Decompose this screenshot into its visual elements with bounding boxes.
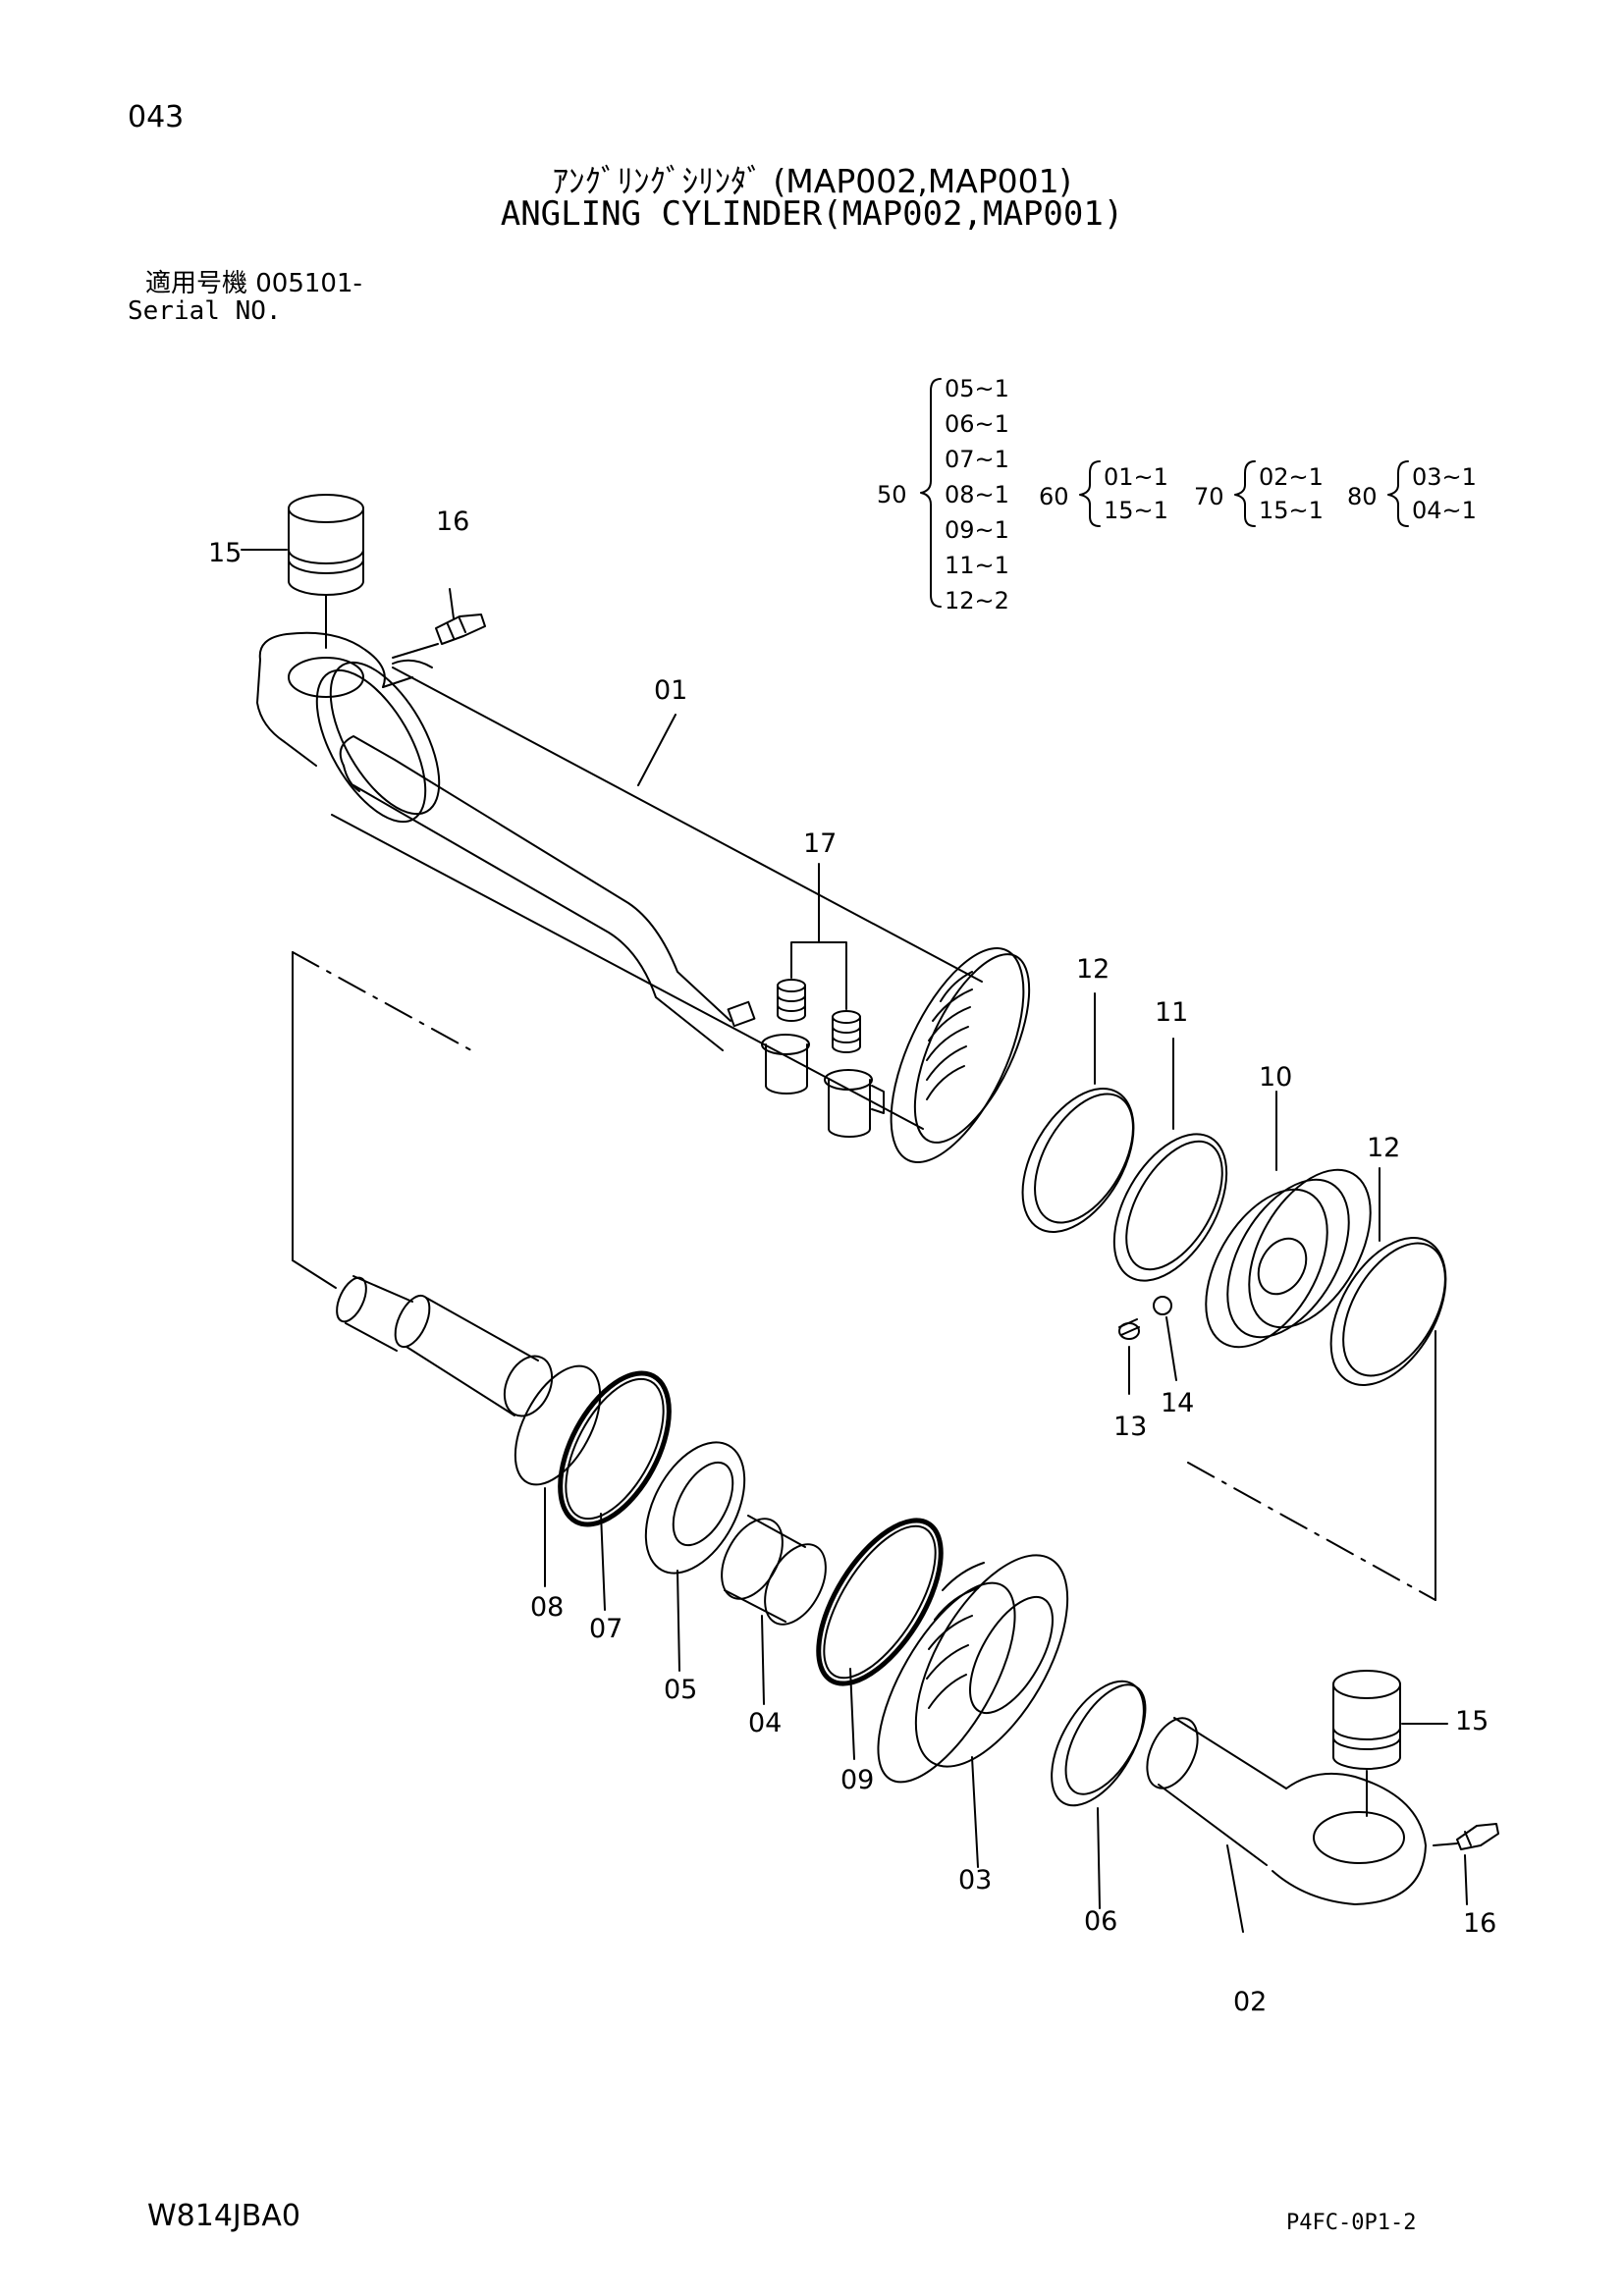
kit-50-part: 08~1: [945, 481, 1009, 508]
callout-15-upper: 15: [208, 538, 242, 568]
part-16-grease-fitting-upper: [392, 588, 486, 659]
footer-drawing-code: W814JBA0: [147, 2199, 300, 2233]
serial-label-japanese: 適用号機 005101-: [145, 269, 362, 298]
part-10-piston: [1205, 1091, 1372, 1349]
callout-12-upper: 12: [1076, 954, 1110, 985]
kit-60-brace: [1079, 460, 1101, 527]
callout-05: 05: [664, 1675, 697, 1705]
kit-50-part: 07~1: [945, 446, 1009, 473]
kit-50-brace: [920, 378, 942, 608]
footer-page-code: P4FC-0P1-2: [1286, 2211, 1417, 2235]
kit-80-part: 03~1: [1412, 463, 1477, 491]
kit-80-brace: [1387, 460, 1409, 527]
callout-09: 09: [840, 1765, 874, 1795]
title-english: ANGLING CYLINDER(MAP002,MAP001): [500, 194, 1124, 234]
part-07-o-ring: [558, 1370, 672, 1611]
callout-03: 03: [958, 1865, 992, 1896]
part-11-ring: [1112, 1038, 1228, 1282]
part-06-seal: [1051, 1680, 1147, 1909]
part-03-rod-cover: [877, 1554, 1069, 1868]
part-15-bushing-upper: [288, 494, 364, 649]
kit-70-part: 02~1: [1259, 463, 1324, 491]
part-02-piston-rod: [336, 1275, 1427, 1933]
part-12-ring-upper: [1021, 992, 1135, 1233]
callout-15-lower: 15: [1455, 1706, 1489, 1736]
part-17-valves: [777, 863, 861, 1053]
callout-labels: 01 02 03 04 05 06 07 08 09 10 11 12 12 1…: [208, 507, 1496, 2017]
axis-line-left-foot: [292, 1259, 337, 1289]
callout-04: 04: [748, 1708, 782, 1738]
kit-list: 50 05~1 06~1 07~1 08~1 09~1 11~1 12~2 60…: [877, 375, 1477, 614]
kit-70-part: 15~1: [1259, 497, 1324, 524]
kit-60-label: 60: [1039, 483, 1069, 510]
kit-50-part: 11~1: [945, 552, 1009, 579]
part-01-cylinder-tube: [256, 631, 1031, 1164]
part-08-backup-ring: [514, 1364, 602, 1587]
callout-16-upper: 16: [436, 507, 469, 537]
kit-50-part: 12~2: [945, 587, 1009, 614]
kit-50-part: 06~1: [945, 410, 1009, 438]
kit-80-part: 04~1: [1412, 497, 1477, 524]
part-12-ring-lower: [1329, 1167, 1447, 1386]
kit-60-part: 15~1: [1104, 497, 1168, 524]
part-14-ball: [1153, 1296, 1177, 1381]
kit-50-part: 05~1: [945, 375, 1009, 402]
kit-50-label: 50: [877, 481, 907, 508]
callout-07: 07: [589, 1614, 623, 1644]
callout-02: 02: [1233, 1987, 1267, 2017]
part-15-bushing-lower: [1332, 1670, 1448, 1817]
callout-11: 11: [1155, 997, 1188, 1028]
callout-10: 10: [1259, 1062, 1292, 1093]
part-04-bushing: [721, 1515, 827, 1705]
callout-17: 17: [803, 828, 837, 859]
kit-70-brace: [1234, 460, 1256, 527]
callout-08: 08: [530, 1592, 564, 1623]
callout-06: 06: [1084, 1906, 1117, 1937]
page-number: 043: [128, 100, 185, 134]
callout-13: 13: [1113, 1412, 1147, 1442]
part-16-grease-fitting-lower: [1433, 1823, 1499, 1905]
assembly-axis-lines: [292, 951, 1436, 1601]
part-09-o-ring: [816, 1518, 944, 1760]
part-05-dust-seal: [644, 1441, 746, 1672]
kit-70-label: 70: [1194, 483, 1224, 510]
callout-01: 01: [654, 675, 687, 706]
callout-12-lower: 12: [1367, 1133, 1400, 1163]
callout-14: 14: [1161, 1388, 1194, 1418]
kit-60-part: 01~1: [1104, 463, 1168, 491]
callout-16-lower: 16: [1463, 1908, 1496, 1939]
leader-01: [637, 714, 677, 786]
title-japanese: ｱﾝｸﾞﾘﾝｸﾞｼﾘﾝﾀﾞ (MAP002,MAP001): [552, 162, 1072, 200]
part-13-set-screw: [1118, 1318, 1140, 1395]
serial-label-english: Serial NO.: [128, 296, 282, 326]
kit-50-part: 09~1: [945, 516, 1009, 544]
kit-80-label: 80: [1347, 483, 1378, 510]
